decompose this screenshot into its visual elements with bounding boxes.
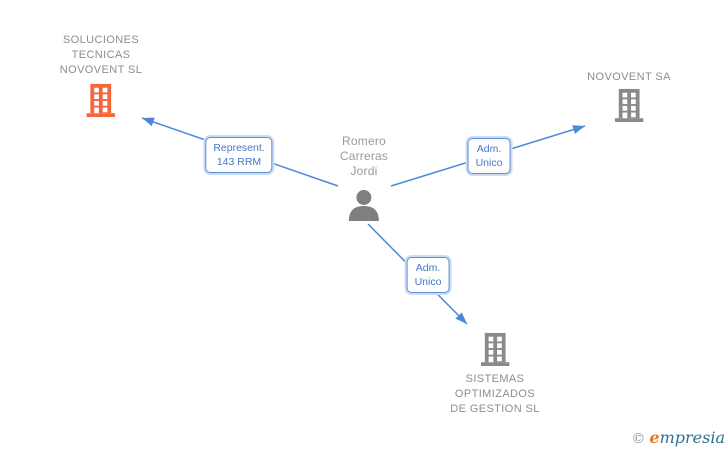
- empresia-watermark: ©empresia: [631, 428, 725, 447]
- edge-label-line: Unico: [414, 276, 442, 288]
- company-node-novovent-sa[interactable]: NOVOVENT SA: [587, 70, 671, 122]
- person-name-line: Carreras: [339, 149, 389, 163]
- person-name-line: Romero: [342, 134, 386, 148]
- company-node-soluciones-tecnicas-novovent-sl[interactable]: SOLUCIONES TECNICAS NOVOVENT SL: [60, 33, 142, 117]
- edge-label-line: Adm.: [476, 143, 502, 155]
- edge-label-line: Adm.: [415, 262, 441, 274]
- company-name-line: SOLUCIONES: [62, 34, 140, 46]
- person-icon: [349, 190, 379, 221]
- edge-label-line: Represent.: [213, 142, 265, 154]
- person-node-romero-carreras-jordi[interactable]: Romero Carreras Jordi: [340, 134, 388, 221]
- edge-label-adm-unico-down: Adm. Unico: [406, 257, 450, 293]
- person-name: Romero Carreras Jordi: [340, 134, 388, 179]
- edge-label-adm-unico-right: Adm. Unico: [467, 138, 511, 174]
- building-icon: [614, 88, 644, 122]
- company-name-line: NOVOVENT SL: [59, 64, 143, 76]
- person-name-line: Jordi: [350, 164, 378, 178]
- company-name-line: SISTEMAS: [465, 373, 525, 385]
- company-name-line: DE GESTION SL: [450, 403, 540, 415]
- company-name: NOVOVENT SA: [587, 70, 671, 85]
- company-name: SISTEMAS OPTIMIZADOS DE GESTION SL: [450, 372, 540, 417]
- company-name-line: TECNICAS: [71, 49, 131, 61]
- company-node-sistemas-optimizados-de-gestion-sl[interactable]: SISTEMAS OPTIMIZADOS DE GESTION SL: [450, 332, 540, 417]
- brand-initial: e: [649, 428, 660, 447]
- building-icon: [86, 83, 116, 117]
- brand-name: mpresia: [659, 428, 725, 447]
- company-name: SOLUCIONES TECNICAS NOVOVENT SL: [60, 33, 142, 78]
- building-icon: [480, 332, 510, 366]
- company-name-line: NOVOVENT SA: [587, 71, 671, 83]
- edge-label-line: Unico: [475, 157, 503, 169]
- company-name-line: OPTIMIZADOS: [454, 388, 536, 400]
- edge-label-line: 143 RRM: [216, 156, 262, 168]
- edge-label-represent-143-rrm: Represent. 143 RRM: [205, 137, 273, 173]
- copyright-icon: ©: [631, 431, 646, 447]
